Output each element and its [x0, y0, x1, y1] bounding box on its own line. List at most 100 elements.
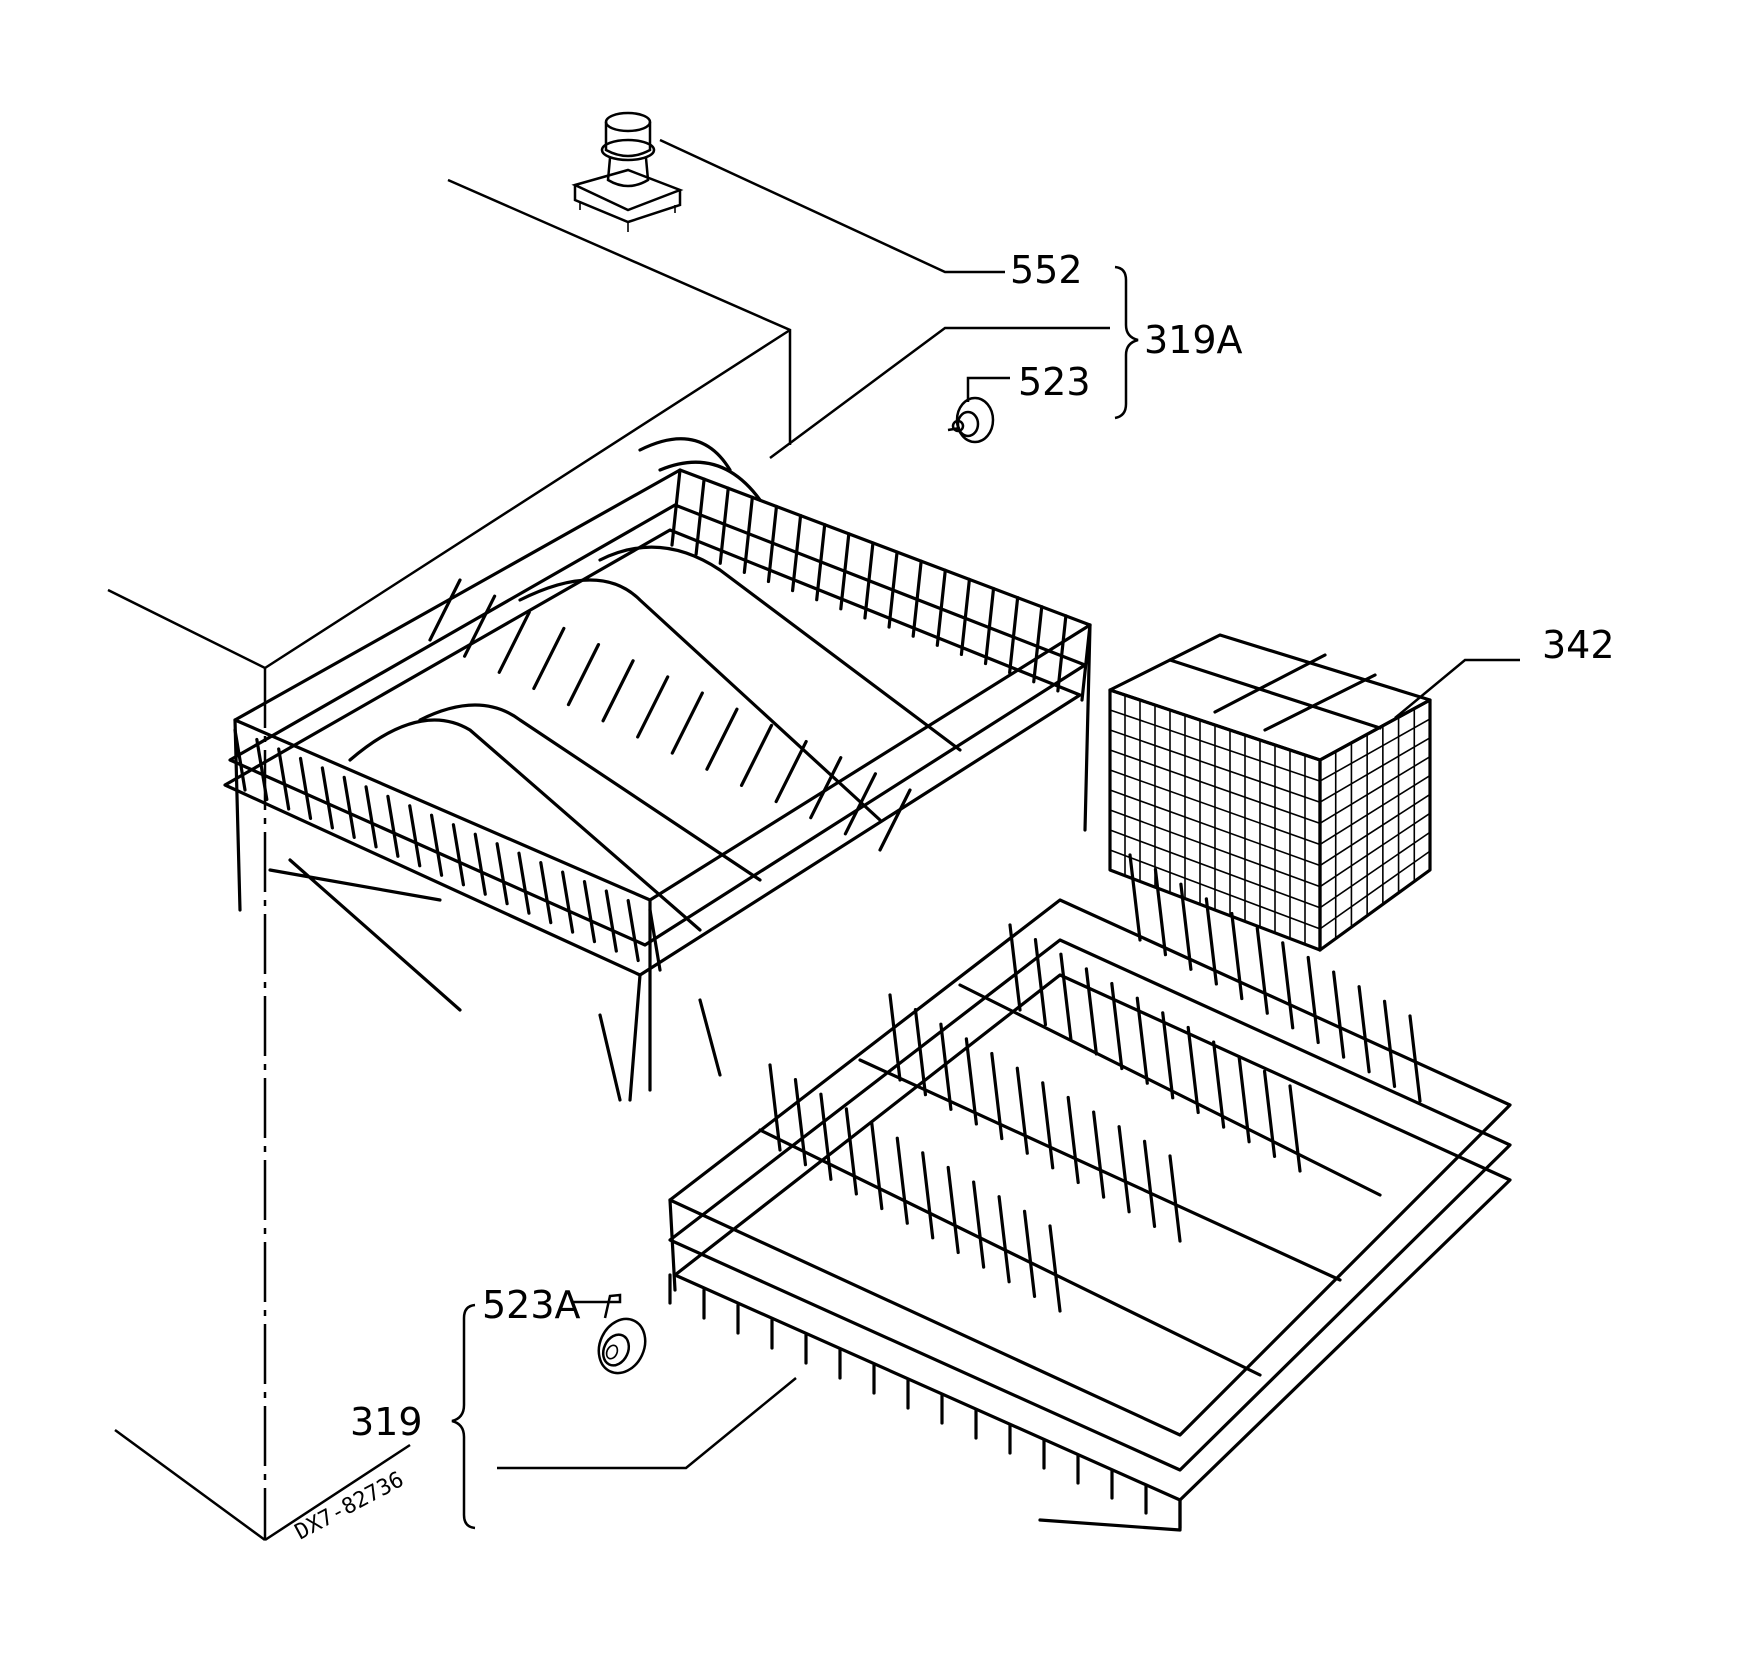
wire-segment: [1080, 623, 1092, 702]
wire-segment: [1319, 774, 1431, 846]
wire-segment: [1066, 1095, 1080, 1185]
upper-basket: [223, 437, 1092, 1102]
wire-segment: [935, 568, 947, 647]
wire-segment: [1319, 793, 1431, 867]
wire-segment: [878, 788, 912, 852]
wire-segment: [997, 1195, 1011, 1284]
wire-segment: [1059, 952, 1073, 1041]
wire-segment: [790, 513, 803, 593]
wire-segment: [1109, 809, 1321, 888]
wire-segment: [870, 1121, 884, 1211]
wire-segment: [1281, 941, 1295, 1030]
wire-segment: [1168, 1154, 1182, 1243]
wire-segment: [921, 1151, 935, 1240]
wire-segment: [1212, 1040, 1226, 1129]
wire-segment: [766, 504, 779, 584]
part-523-wheel: [947, 396, 995, 444]
wire-segment: [233, 728, 247, 792]
drawing-code: DX7-82736: [291, 1467, 408, 1545]
wire-segment: [1179, 882, 1193, 971]
wire-segment: [497, 610, 531, 674]
wire-segment: [1357, 985, 1371, 1074]
wire-segment: [539, 861, 553, 925]
wire-segment: [1255, 926, 1269, 1015]
wire-segment: [888, 993, 902, 1082]
callout-523: 523: [1018, 360, 1091, 404]
wire-segment: [1109, 849, 1321, 930]
wire-segment: [473, 832, 487, 896]
wire-segment: [1109, 789, 1321, 867]
wire-segment: [911, 559, 923, 638]
wire-segment: [1186, 1025, 1200, 1115]
wire-segment: [1319, 850, 1431, 930]
wire-segment: [1032, 605, 1044, 684]
wire-segment: [1110, 981, 1124, 1071]
wire-segment: [1109, 709, 1321, 782]
wire-segment: [1288, 1084, 1302, 1173]
wire-segment: [582, 879, 597, 944]
wire-segment: [1048, 1224, 1062, 1313]
wire-segment: [768, 1063, 782, 1152]
lower-basket: [668, 853, 1512, 1532]
part-552-rack-stop: [571, 111, 684, 232]
wire-segment: [1230, 911, 1244, 1001]
wire-segment: [705, 707, 739, 771]
wire-segment: [809, 756, 843, 820]
wire-segment: [566, 643, 601, 707]
wire-segment: [386, 794, 400, 858]
wire-segment: [887, 550, 899, 629]
wire-segment: [1135, 996, 1149, 1085]
wire-segment: [1408, 1014, 1422, 1103]
wire-segment: [428, 578, 462, 642]
callout-523a: 523A: [482, 1283, 581, 1327]
dishwasher-cabinet: [107, 178, 792, 1542]
callout-552: 552: [1010, 248, 1083, 292]
wire-segment: [1319, 812, 1431, 888]
wire-segment: [1008, 923, 1022, 1012]
wire-segment: [277, 747, 291, 811]
wire-segment: [1153, 868, 1168, 957]
wire-segment: [451, 823, 466, 887]
wire-segment: [972, 1180, 986, 1269]
callout-319: 319: [350, 1400, 423, 1444]
wire-segment: [1319, 718, 1431, 782]
wire-segment: [601, 659, 635, 723]
wire-segment: [739, 723, 774, 787]
wire-segment: [990, 1051, 1004, 1141]
wire-segment: [1015, 1066, 1029, 1155]
wire-segment: [913, 1008, 928, 1097]
wire-segment: [946, 1165, 960, 1255]
wire-segment: [1382, 999, 1397, 1088]
wire-segment: [1008, 596, 1020, 675]
wire-segment: [1109, 729, 1321, 803]
wire-segment: [670, 468, 682, 547]
wire-segment: [604, 889, 618, 953]
wire-segment: [517, 851, 531, 915]
callout-319a: 319A: [1144, 318, 1243, 362]
wire-segment: [839, 532, 851, 611]
wire-segment: [1306, 955, 1320, 1045]
wire-segment: [1109, 749, 1321, 825]
wire-segment: [342, 775, 356, 839]
wire-segment: [983, 586, 996, 666]
wire-segment: [648, 908, 662, 972]
leader-lines: [451, 138, 1520, 1530]
wire-segment: [320, 766, 334, 830]
wire-segment: [364, 785, 378, 849]
wire-segment: [429, 813, 444, 877]
wire-segment: [895, 1136, 909, 1225]
wire-segment: [636, 675, 670, 739]
wire-segment: [561, 870, 575, 934]
wire-segment: [1041, 1081, 1055, 1170]
wire-segment: [255, 737, 269, 802]
wire-segment: [793, 1078, 808, 1167]
wire-segment: [964, 1037, 978, 1126]
wire-segment: [1109, 769, 1321, 846]
wire-segment: [959, 577, 972, 657]
wire-segment: [298, 756, 313, 821]
wire-segment: [626, 898, 640, 963]
wire-segment: [1109, 829, 1321, 909]
wire-segment: [863, 541, 875, 620]
wire-segment: [1128, 853, 1142, 942]
wire-segment: [819, 1092, 833, 1181]
